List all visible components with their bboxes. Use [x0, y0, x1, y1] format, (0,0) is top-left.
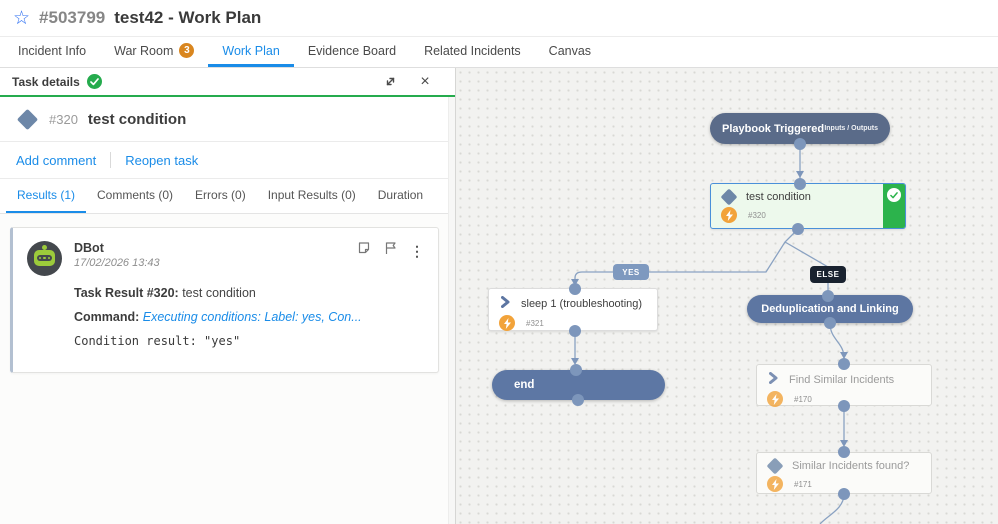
- tab-label: Related Incidents: [424, 43, 521, 58]
- panel-title: Task details: [12, 74, 80, 89]
- task-name: test condition: [87, 110, 187, 128]
- task-result-label: Task Result: [74, 286, 144, 300]
- app-header: ☆ #503799 test42 - Work Plan: [0, 0, 998, 37]
- node-label: sleep 1 (troubleshooting): [521, 297, 643, 310]
- node-label: end: [514, 379, 535, 391]
- ptab-label: Input Results (0): [267, 188, 356, 202]
- node-deduplication-and-linking[interactable]: Deduplication and Linking: [747, 295, 913, 323]
- close-glyph: ×: [420, 72, 430, 90]
- node-sleep[interactable]: sleep 1 (troubleshooting) #321: [488, 288, 658, 331]
- entry-meta: DBot 17/02/2026 13:43: [74, 241, 160, 269]
- task-chevron-icon: [501, 296, 510, 311]
- node-playbook-triggered[interactable]: Playbook Triggered Inputs / Outputs: [710, 113, 890, 144]
- task-title-row: #320 test condition: [0, 97, 455, 142]
- divider: [110, 152, 112, 168]
- expand-panel-icon[interactable]: [380, 72, 400, 92]
- work-plan-canvas[interactable]: Playbook Triggered Inputs / Outputs test…: [456, 68, 998, 524]
- tab-comments[interactable]: Comments (0): [86, 179, 184, 213]
- node-label: Deduplication and Linking: [761, 303, 899, 315]
- node-label: Find Similar Incidents: [789, 373, 895, 386]
- completed-check-icon: [887, 188, 901, 202]
- task-detail-tabs: Results (1) Comments (0) Errors (0) Inpu…: [0, 179, 455, 214]
- tab-incident-info[interactable]: Incident Info: [4, 37, 100, 67]
- automation-bolt-icon: [767, 476, 783, 492]
- automation-bolt-icon: [721, 207, 737, 223]
- tab-label: Work Plan: [222, 43, 280, 58]
- node-id: #171: [794, 479, 812, 489]
- ptab-label: Comments (0): [97, 188, 174, 202]
- ptab-label: Duration: [377, 188, 424, 202]
- condition-diamond-icon: [16, 108, 39, 130]
- tab-work-plan[interactable]: Work Plan: [208, 37, 294, 67]
- automation-bolt-icon: [499, 315, 515, 331]
- war-room-count-badge: 3: [179, 43, 195, 58]
- task-result-line: Task Result #320: test condition: [74, 286, 424, 300]
- tab-label: Evidence Board: [307, 43, 397, 58]
- node-label: Similar Incidents found?: [792, 460, 910, 472]
- inputs-outputs-link[interactable]: Inputs / Outputs: [824, 125, 878, 132]
- command-link[interactable]: Executing conditions: Label: yes, Con...: [142, 310, 362, 324]
- task-result-name: test condition: [182, 286, 256, 300]
- tab-label: Canvas: [548, 43, 592, 58]
- branch-label-else[interactable]: ELSE: [810, 266, 846, 283]
- task-details-panel: Task details × #320 test condition Add c…: [0, 68, 456, 524]
- close-panel-icon[interactable]: ×: [415, 72, 435, 92]
- task-actions: Add comment Reopen task: [0, 142, 455, 179]
- favorite-star-icon[interactable]: ☆: [13, 7, 31, 29]
- condition-result-output: Condition result: "yes": [74, 334, 241, 348]
- node-end[interactable]: end: [492, 370, 665, 400]
- add-comment-link[interactable]: Add comment: [16, 152, 97, 168]
- node-id: #321: [526, 318, 544, 328]
- reopen-task-link[interactable]: Reopen task: [125, 152, 199, 168]
- dbot-avatar: [27, 241, 62, 276]
- branch-label-yes[interactable]: YES: [613, 264, 649, 280]
- tab-war-room[interactable]: War Room 3: [100, 37, 208, 67]
- task-result-id: #320:: [146, 286, 179, 300]
- node-label: Playbook Triggered: [722, 122, 825, 135]
- task-id: #320: [49, 111, 78, 127]
- command-line: Command: Executing conditions: Label: ye…: [74, 310, 424, 324]
- node-similar-incidents-found[interactable]: Similar Incidents found? #171: [756, 452, 932, 494]
- incident-id: #503799: [39, 8, 106, 27]
- task-details-panel-header: Task details ×: [0, 68, 455, 97]
- entry-author: DBot: [74, 241, 104, 255]
- flag-icon[interactable]: [384, 241, 397, 260]
- tab-input-results[interactable]: Input Results (0): [257, 179, 367, 213]
- node-find-similar-incidents[interactable]: Find Similar Incidents #170: [756, 364, 932, 407]
- tab-canvas[interactable]: Canvas: [535, 37, 605, 67]
- node-id: #320: [748, 210, 766, 220]
- tab-duration[interactable]: Duration: [367, 179, 434, 213]
- task-chevron-icon: [769, 372, 778, 387]
- incident-tab-bar: Incident Info War Room 3 Work Plan Evide…: [0, 37, 998, 68]
- ptab-label: Errors (0): [195, 188, 246, 202]
- ptab-label: Results (1): [17, 188, 76, 202]
- tab-related-incidents[interactable]: Related Incidents: [410, 37, 535, 67]
- completed-status-bar: [883, 184, 905, 228]
- entry-timestamp: 17/02/2026 13:43: [74, 257, 160, 269]
- page-title: test42 - Work Plan: [114, 8, 262, 27]
- tab-label: Incident Info: [18, 43, 87, 58]
- tab-evidence-board[interactable]: Evidence Board: [294, 37, 410, 67]
- tab-errors[interactable]: Errors (0): [184, 179, 257, 213]
- node-id: #170: [794, 394, 812, 404]
- entry-menu-kebab-icon[interactable]: ⋮: [410, 242, 424, 259]
- node-test-condition[interactable]: test condition #320: [710, 183, 906, 229]
- results-area: DBot 17/02/2026 13:43 ⋮: [0, 214, 455, 524]
- war-room-entry-card: DBot 17/02/2026 13:43 ⋮: [10, 227, 439, 373]
- note-icon[interactable]: [357, 241, 371, 260]
- tab-results[interactable]: Results (1): [6, 179, 87, 213]
- node-label: test condition: [746, 191, 811, 203]
- command-label: Command:: [74, 310, 140, 324]
- tab-label: War Room: [114, 43, 174, 58]
- task-complete-icon: [86, 74, 102, 89]
- panel-scrollbar[interactable]: [448, 97, 455, 524]
- automation-bolt-icon: [767, 391, 783, 407]
